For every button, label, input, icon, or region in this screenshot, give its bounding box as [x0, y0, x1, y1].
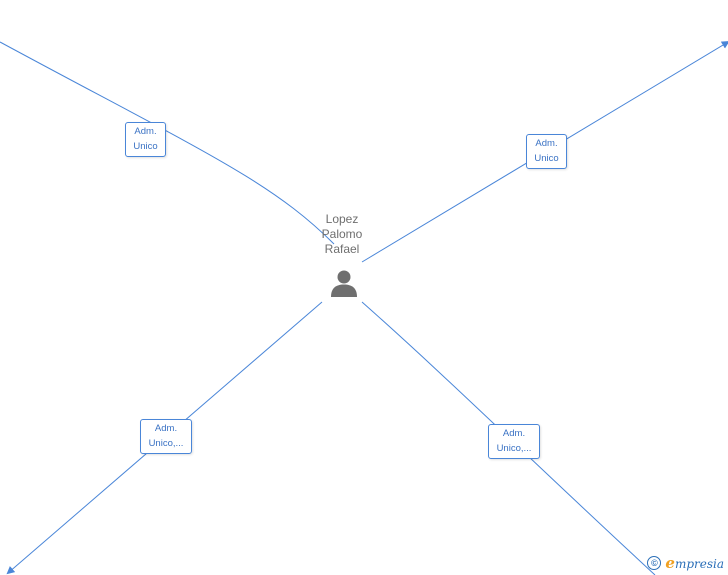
edge-label-nw[interactable]: Adm. Unico [125, 122, 166, 157]
edge-label-line: Unico,... [148, 438, 184, 449]
brand-logo[interactable]: empresia [665, 554, 724, 572]
person-name[interactable]: Lopez Palomo Rafael [300, 212, 384, 257]
person-icon[interactable] [329, 268, 359, 298]
person-name-line: Lopez [325, 212, 359, 226]
edge-label-sw[interactable]: Adm. Unico,... [140, 419, 192, 454]
edge-label-se[interactable]: Adm. Unico,... [488, 424, 540, 459]
edge-label-line: Adm. [502, 428, 526, 439]
edge-label-line: Unico,... [496, 443, 532, 454]
person-name-line: Palomo [321, 227, 363, 241]
edge-label-line: Unico [133, 141, 158, 152]
edge-line-se [361, 301, 656, 575]
edge-label-ne[interactable]: Adm. Unico [526, 134, 567, 169]
edge-label-line: Adm. [535, 138, 558, 149]
edge-label-line: Adm. [154, 423, 178, 434]
person-name-line: Rafael [324, 242, 360, 256]
brand-name: mpresia [674, 557, 724, 571]
brand-initial: e [665, 554, 675, 572]
copyright-icon: © [647, 556, 662, 570]
edge-label-line: Adm. [134, 126, 157, 137]
edge-label-line: Unico [534, 153, 559, 164]
edge-line-nw [0, 41, 335, 245]
brand-footer: © empresia [647, 554, 724, 572]
